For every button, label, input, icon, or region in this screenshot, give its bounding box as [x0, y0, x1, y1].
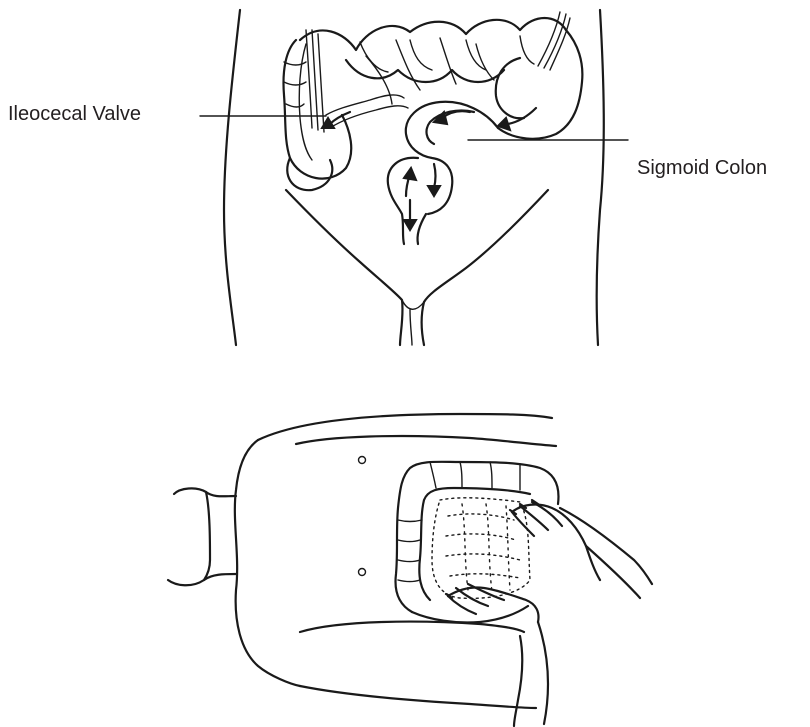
colon-frame-inner	[419, 488, 530, 600]
neck-outline	[168, 574, 236, 585]
sigmoid-colon	[406, 102, 498, 214]
arrow-rectum-down-head	[404, 220, 416, 230]
left-forearm	[514, 622, 548, 726]
rectum	[388, 158, 426, 244]
nipple-lower	[359, 569, 366, 576]
sigmoid-colon-inner	[427, 110, 474, 144]
groin-left-line	[286, 190, 403, 345]
arrow-sigmoid-mid-head	[428, 186, 440, 196]
shoulder-left	[204, 492, 210, 580]
transverse-colon-folds	[360, 36, 534, 72]
ileocecal-valve-label: Ileocecal Valve	[8, 104, 141, 124]
torso-right-outline	[597, 10, 604, 345]
right-hand-upper	[512, 505, 600, 580]
torso-left-outline	[224, 10, 240, 345]
lying-body-chest-line	[296, 436, 556, 446]
descending-colon-inner	[496, 58, 524, 118]
cecum	[287, 158, 332, 190]
arrow-rectum-up-head	[404, 168, 416, 180]
colon-frame-haustra	[398, 462, 520, 582]
haustra-left	[284, 62, 306, 107]
groin-right-line	[422, 190, 548, 345]
colon-frame-lower	[412, 606, 528, 623]
lying-body-bottom-outline	[300, 686, 536, 708]
sigmoid-colon-label: Sigmoid Colon	[637, 158, 767, 178]
transverse-colon-bottom	[346, 60, 504, 82]
arrow-sigmoid-mid	[434, 164, 436, 188]
lying-body-arm-line	[300, 622, 524, 632]
transverse-colon-top	[300, 18, 566, 50]
left-hand-fingers	[448, 584, 504, 614]
flow-arrows	[322, 108, 536, 230]
nipple-upper	[359, 457, 366, 464]
right-forearm	[560, 508, 652, 598]
ileum-loop	[326, 95, 408, 128]
lying-body-left-outline	[235, 440, 300, 686]
